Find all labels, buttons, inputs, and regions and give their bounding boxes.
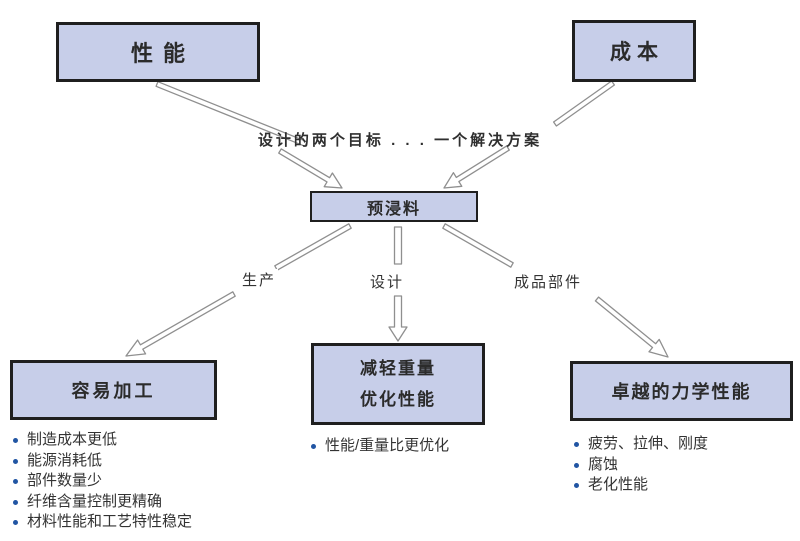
arrow-right-to-prepreg bbox=[443, 145, 510, 189]
list-item: 性能/重量比更优化 bbox=[311, 436, 449, 457]
list-item: 制造成本更低 bbox=[13, 430, 192, 451]
mechanical-bullet-list: 疲劳、拉伸、刚度 腐蚀 老化性能 bbox=[574, 434, 708, 496]
mechanical-box: 卓越的力学性能 bbox=[570, 361, 793, 421]
prepreg-box: 预浸料 bbox=[310, 191, 478, 222]
list-item: 腐蚀 bbox=[574, 455, 708, 476]
statement-text: 设计的两个目标 . . . 一个解决方案 bbox=[257, 132, 543, 149]
weight-optimize-bullet-list: 性能/重量比更优化 bbox=[311, 436, 449, 457]
easy-processing-bullet-list: 制造成本更低 能源消耗低 部件数量少 纤维含量控制更精确 材料性能和工艺特性稳定 bbox=[13, 430, 192, 533]
edge-label-finished-parts: 成品部件 bbox=[512, 271, 585, 292]
cost-tail-arrow bbox=[552, 80, 616, 127]
list-item: 老化性能 bbox=[574, 475, 708, 496]
edge-label-design: 设计 bbox=[368, 271, 407, 292]
performance-box: 性能 bbox=[56, 22, 260, 82]
list-item: 疲劳、拉伸、刚度 bbox=[574, 434, 708, 455]
weight-optimize-line1: 减轻重量 bbox=[360, 359, 436, 378]
performance-tail-arrow bbox=[155, 81, 308, 147]
weight-optimize-box: 减轻重量 优化性能 bbox=[311, 343, 485, 425]
finished-parts-arrow-upper bbox=[442, 223, 514, 268]
list-item: 材料性能和工艺特性稳定 bbox=[13, 512, 192, 533]
cost-box: 成本 bbox=[572, 20, 696, 82]
edge-label-production: 生产 bbox=[240, 269, 279, 290]
list-item: 纤维含量控制更精确 bbox=[13, 492, 192, 513]
finished-parts-arrow-lower bbox=[594, 296, 669, 358]
design-arrow-upper bbox=[393, 226, 403, 265]
arrow-left-to-prepreg bbox=[278, 148, 343, 189]
production-arrow-lower bbox=[125, 291, 236, 357]
design-arrow-lower bbox=[388, 295, 408, 342]
list-item: 部件数量少 bbox=[13, 471, 192, 492]
list-item: 能源消耗低 bbox=[13, 451, 192, 472]
easy-processing-box: 容易加工 bbox=[10, 360, 217, 420]
weight-optimize-line2: 优化性能 bbox=[360, 390, 436, 409]
production-arrow-upper bbox=[274, 223, 352, 271]
